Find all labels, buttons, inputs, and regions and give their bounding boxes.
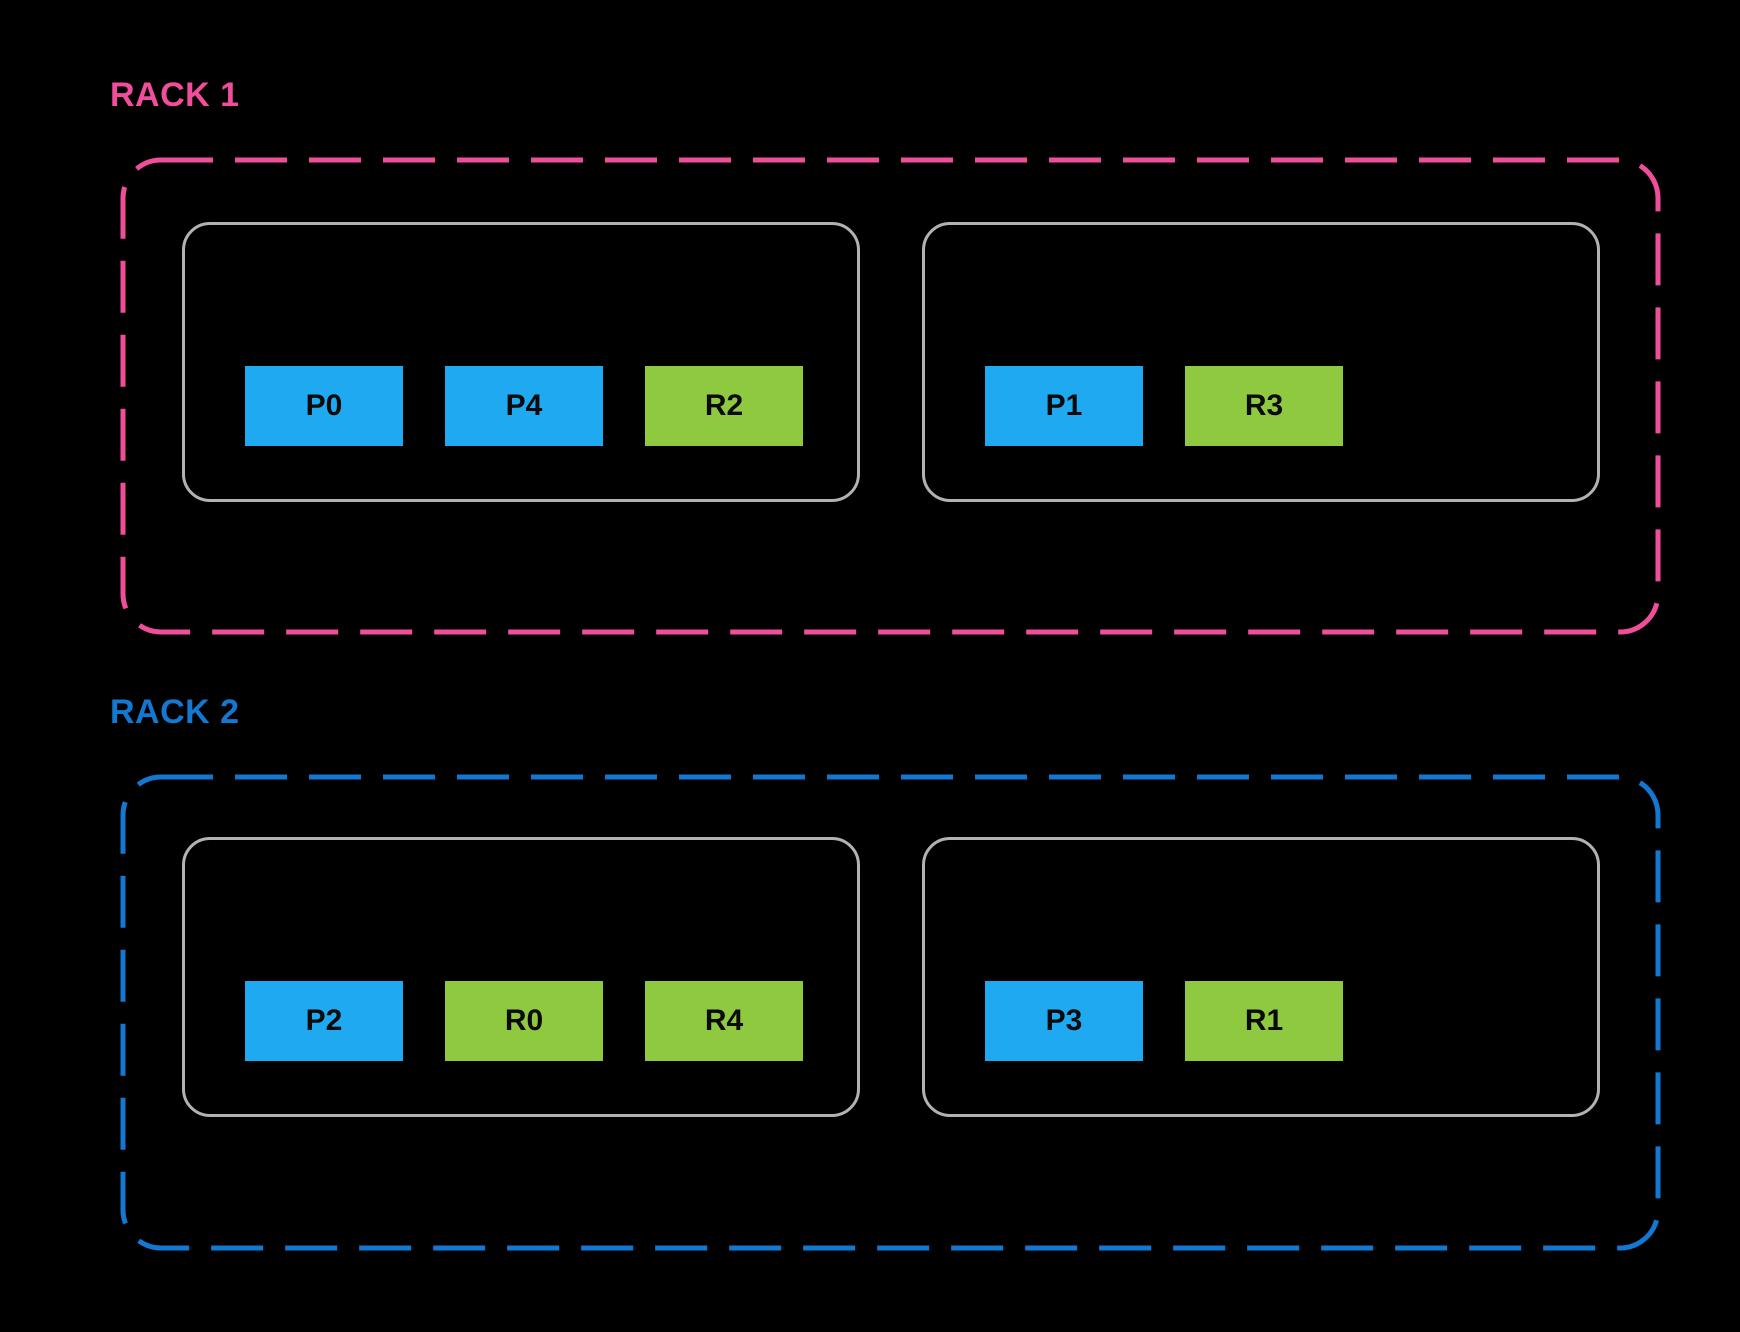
replica-block-r0: R0 [445,981,603,1061]
partition-block-p2: P2 [245,981,403,1061]
partition-block-p0: P0 [245,366,403,446]
rack2-label: RACK 2 [110,693,240,731]
replica-block-r3: R3 [1185,366,1343,446]
rack1-label: RACK 1 [110,76,240,114]
rack1-dashed-border [120,157,1661,635]
replica-block-r4: R4 [645,981,803,1061]
rack2-node1-box: P2 R0 R4 [182,837,860,1117]
rack1-node1-box: P0 P4 R2 [182,222,860,502]
rack2-dashed-border [120,774,1661,1251]
replica-block-r2: R2 [645,366,803,446]
rack1-node2-box: P1 R3 [922,222,1600,502]
partition-block-p3: P3 [985,981,1143,1061]
rack2-border-rect [120,774,1661,1251]
rack1-border-rect [120,157,1661,635]
replica-block-r1: R1 [1185,981,1343,1061]
partition-block-p1: P1 [985,366,1143,446]
partition-block-p4: P4 [445,366,603,446]
rack2-node2-box: P3 R1 [922,837,1600,1117]
